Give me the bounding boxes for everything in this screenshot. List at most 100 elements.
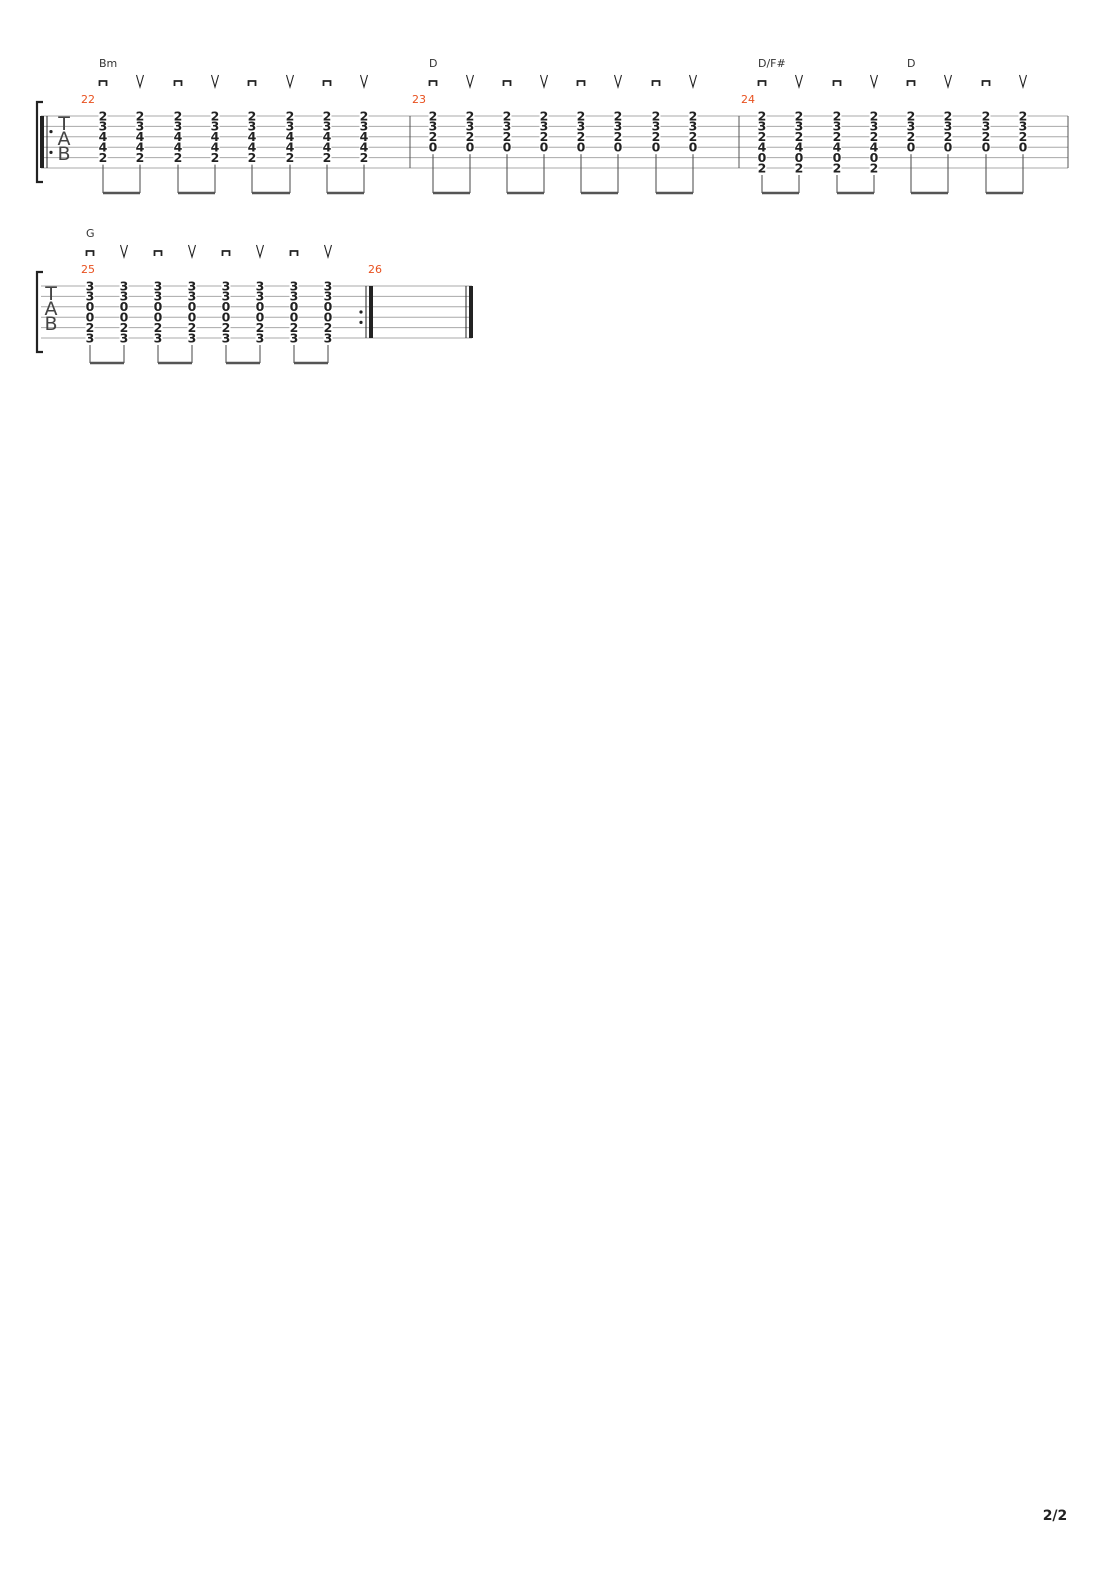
fret-number: 2 [833, 108, 842, 123]
down-stroke-icon [502, 80, 512, 86]
fret-number: 2 [540, 108, 549, 123]
fret-mask [613, 142, 623, 153]
measure: 24D/F#D232402232402232402232402232023202… [741, 57, 1069, 195]
fret-mask [322, 111, 332, 121]
fret-mask [221, 312, 231, 323]
fret-number: 2 [614, 129, 623, 144]
down-stroke-icon [247, 80, 257, 86]
fret-mask [869, 152, 879, 163]
fret-mask [906, 142, 916, 153]
tab-system: TAB22Bm234422344223442234422344223442234… [35, 57, 1069, 195]
fret-mask [85, 333, 95, 343]
fret-mask [135, 111, 145, 121]
fret-number: 3 [222, 330, 231, 345]
fret-number: 3 [248, 119, 257, 134]
fret-mask [210, 111, 220, 121]
down-stroke-icon [981, 80, 991, 86]
measure-number: 22 [81, 93, 95, 106]
fret-number: 3 [188, 289, 197, 304]
fret-mask [187, 291, 197, 302]
fret-number: 0 [256, 299, 265, 314]
fret-number: 0 [466, 140, 475, 155]
fret-number: 2 [795, 160, 804, 175]
fret-mask [221, 291, 231, 302]
fret-mask [428, 142, 438, 153]
fret-number: 0 [188, 299, 197, 314]
fret-number: 2 [982, 108, 991, 123]
fret-number: 2 [758, 129, 767, 144]
fret-number: 4 [360, 129, 369, 144]
fret-mask [285, 131, 295, 142]
fret-mask [98, 121, 108, 132]
fret-mask [153, 281, 163, 291]
fret-mask [323, 291, 333, 302]
down-stroke-icon [322, 80, 332, 86]
fret-mask [981, 142, 991, 153]
fret-number: 2 [652, 129, 661, 144]
chord-name: D [429, 57, 437, 70]
fret-number: 4 [758, 140, 767, 155]
fret-mask [322, 152, 332, 163]
fret-mask [757, 142, 767, 153]
fret-mask [322, 131, 332, 142]
fret-number: 3 [174, 119, 183, 134]
repeat-dot [49, 130, 53, 134]
fret-number: 3 [503, 119, 512, 134]
fret-mask [289, 312, 299, 323]
fret-mask [135, 142, 145, 153]
fret-number: 4 [870, 140, 879, 155]
measure: 25G3300233300233300233300233300233300233… [81, 227, 373, 365]
down-stroke-icon [757, 80, 767, 86]
fret-mask [757, 111, 767, 121]
fret-number: 2 [154, 320, 163, 335]
fret-mask [119, 333, 129, 343]
fret-mask [285, 142, 295, 153]
fret-mask [613, 131, 623, 142]
down-stroke-icon [98, 80, 108, 86]
fret-mask [255, 291, 265, 302]
fret-mask [285, 121, 295, 132]
repeat-end-thick-bar [369, 286, 373, 338]
tab-clef-letter: T [57, 113, 70, 135]
fret-number: 0 [652, 140, 661, 155]
fret-number: 2 [689, 108, 698, 123]
fret-number: 2 [99, 150, 108, 165]
fret-number: 0 [290, 299, 299, 314]
fret-number: 2 [577, 108, 586, 123]
fret-number: 0 [120, 299, 129, 314]
fret-mask [539, 131, 549, 142]
fret-mask [465, 142, 475, 153]
final-thick-bar [469, 286, 473, 338]
fret-number: 3 [86, 289, 95, 304]
fret-mask [943, 111, 953, 121]
fret-mask [153, 291, 163, 302]
fret-number: 3 [120, 289, 129, 304]
measure-number: 26 [368, 263, 382, 276]
system-bracket [35, 270, 43, 354]
fret-number: 3 [120, 330, 129, 345]
up-stroke-icon [1018, 74, 1028, 89]
fret-number: 0 [758, 150, 767, 165]
fret-number: 2 [211, 108, 220, 123]
fret-number: 3 [154, 278, 163, 293]
fret-number: 2 [907, 129, 916, 144]
fret-number: 2 [286, 150, 295, 165]
fret-mask [289, 322, 299, 333]
fret-number: 2 [907, 108, 916, 123]
fret-mask [289, 281, 299, 291]
fret-number: 0 [870, 150, 879, 165]
fret-mask [794, 111, 804, 121]
fret-number: 2 [256, 320, 265, 335]
repeat-start-thick-bar [40, 116, 44, 168]
fret-mask [651, 121, 661, 132]
